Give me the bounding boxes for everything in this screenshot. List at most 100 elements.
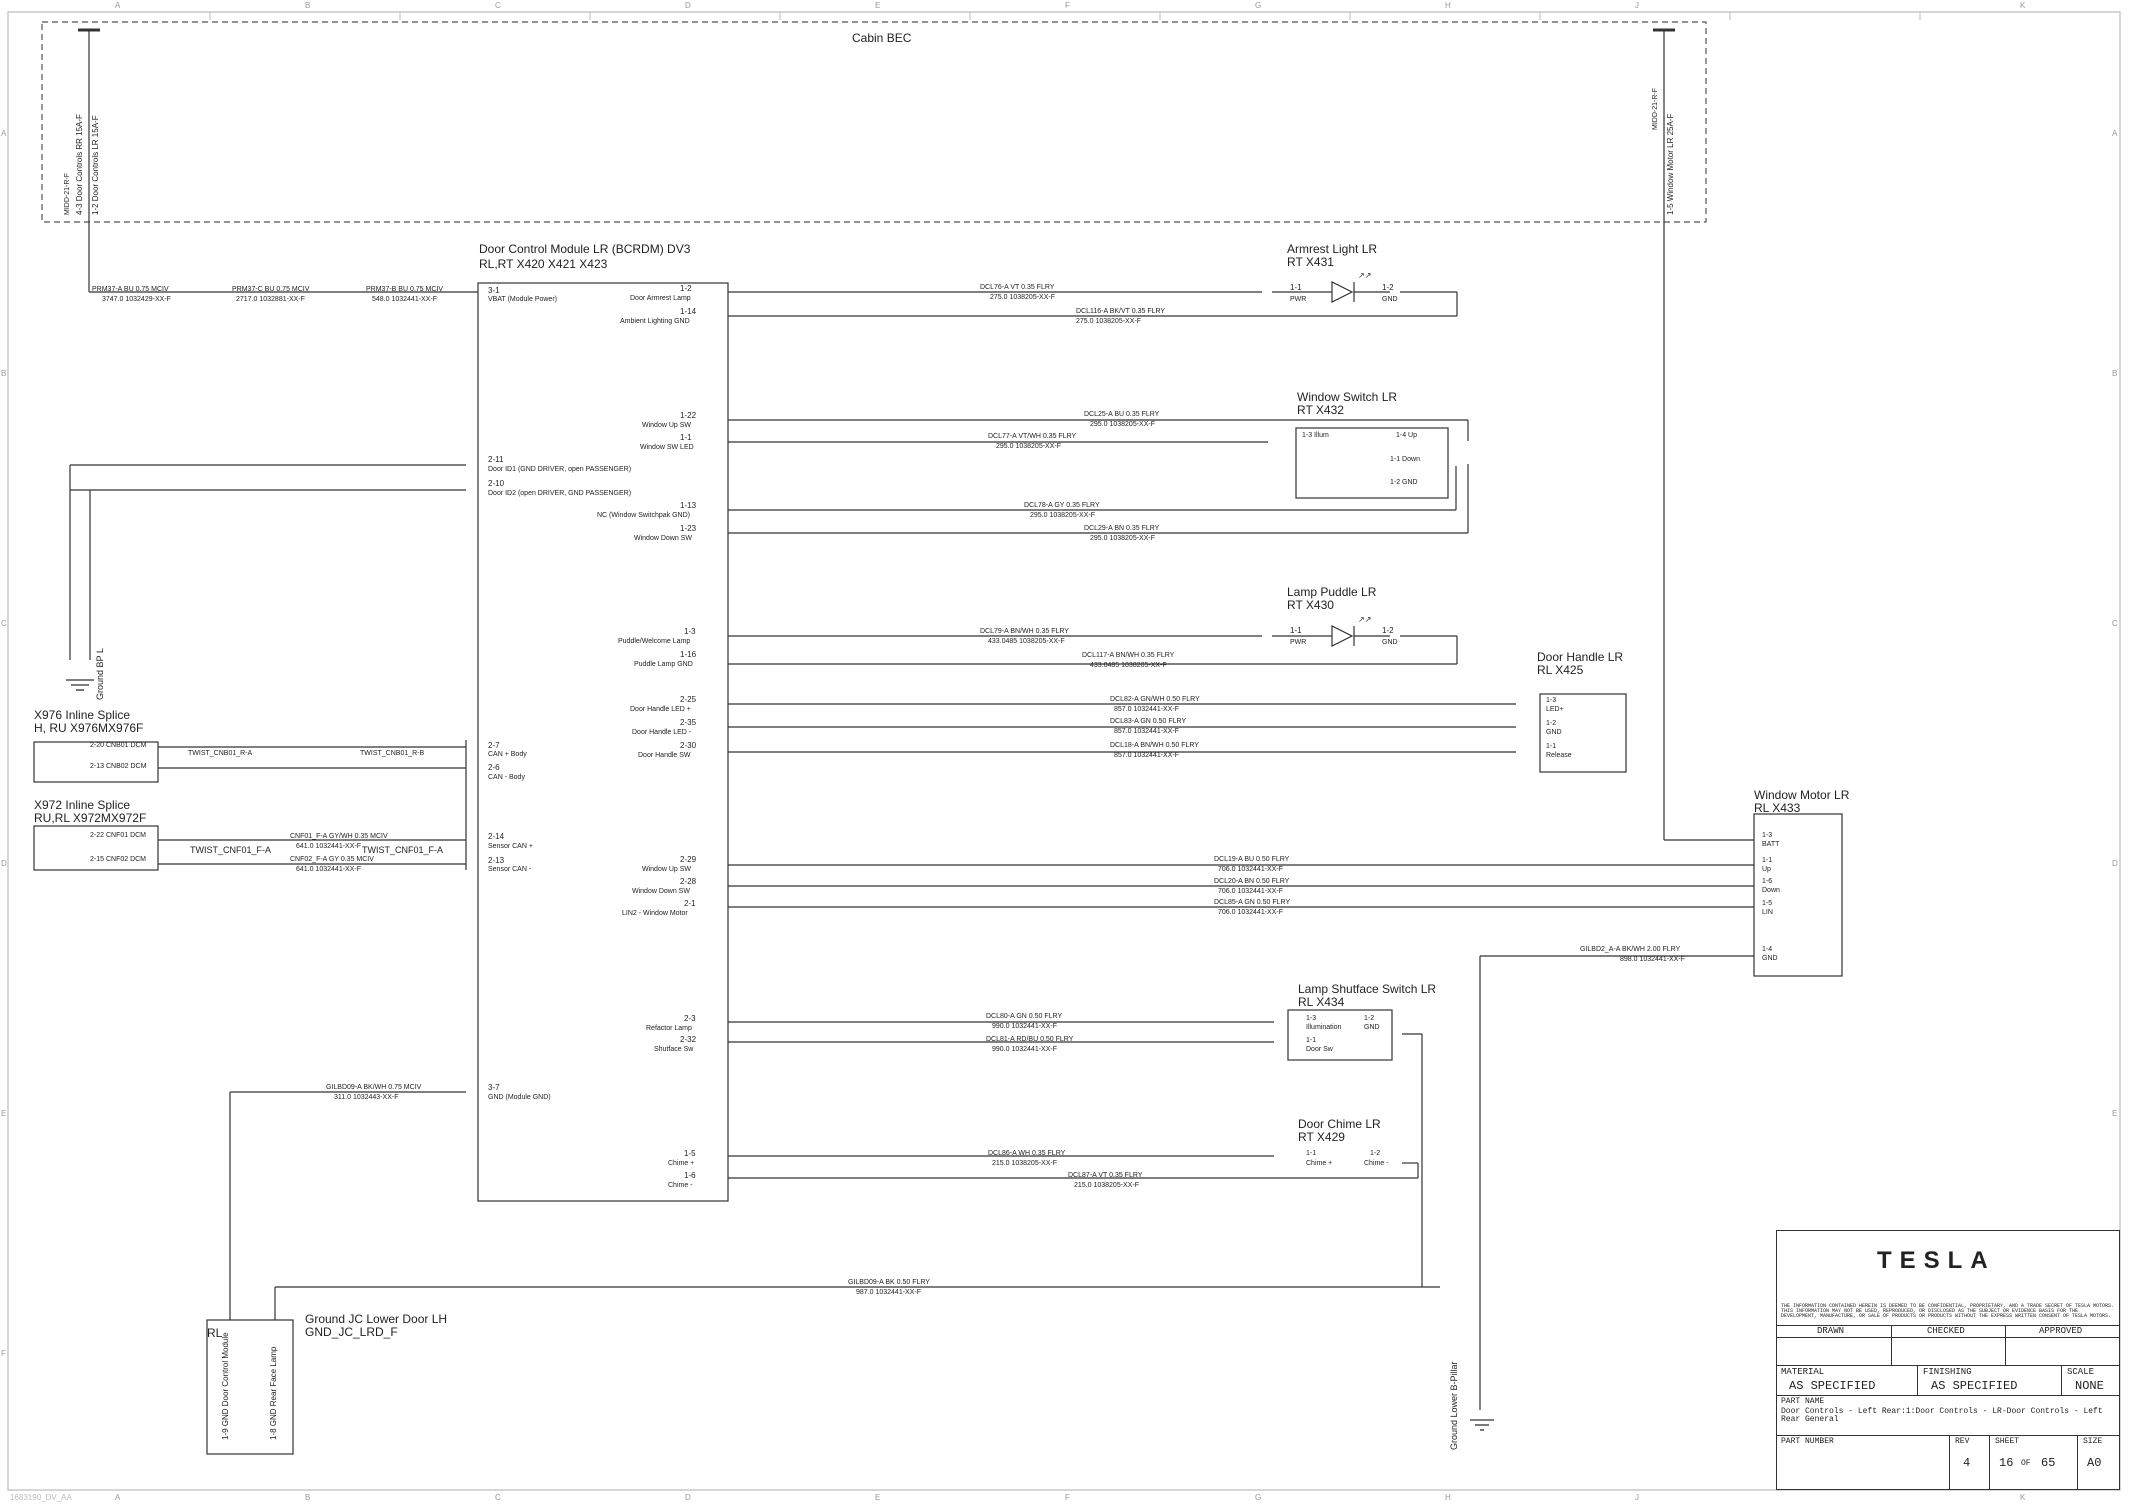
title-block: TESLA THE INFORMATION CONTAINED HEREIN I…	[1776, 1230, 2120, 1490]
wire-part: 2717.0 1032881-XX-F	[236, 296, 305, 303]
module-rpin-2-32-name: Shutface Sw	[654, 1046, 694, 1053]
wire-label: DCL117-A BN/WH 0.35 FLRY	[1082, 652, 1175, 659]
cabin-bec-title: Cabin BEC	[852, 31, 912, 45]
wire-part: 295.0 1038205-XX-F	[1030, 512, 1095, 519]
wire-label: DCL25-A BU 0.35 FLRY	[1084, 411, 1160, 418]
puddle-sub: RT X430	[1287, 598, 1334, 612]
module-rpin-1-14-name: Ambient Lighting GND	[620, 318, 690, 325]
module-rpin-2-30-name: Door Handle SW	[638, 752, 691, 759]
fuse-right-id: MIDD-21-R-F	[1652, 88, 1659, 130]
module-rpin-1-6-name: Chime -	[668, 1182, 693, 1189]
wire-label: DCL76-A VT 0.35 FLRY	[980, 284, 1055, 291]
module-pin-2-11: 2-11	[488, 455, 504, 464]
grid-row-b: B	[1, 369, 7, 378]
ground-lower-label: Ground Lower B-Pillar	[1449, 1361, 1459, 1450]
module-pin-2-7-name: CAN + Body	[488, 751, 527, 758]
chime-pin-name: Chime +	[1306, 1160, 1333, 1167]
wire-part: 311.0 1032443-XX-F	[334, 1094, 399, 1101]
shutface-title: Lamp Shutface Switch LR	[1298, 982, 1437, 996]
winswitch-pin-illum: 1-3 Illum	[1302, 432, 1329, 439]
winmotor-pin: 1-1	[1762, 857, 1773, 864]
wire-part: 898.0 1032441-XX-F	[1620, 956, 1685, 963]
finishing-label: FINISHING	[1923, 1367, 1972, 1377]
grid-col-c-bottom: C	[495, 1493, 501, 1502]
ground-jc-pin2: 1-8 GND Rear Face Lamp	[269, 1346, 278, 1440]
scale-label: SCALE	[2067, 1367, 2095, 1377]
splice972-title: X972 Inline Splice	[34, 798, 131, 812]
wire-label: DCL20-A BN 0.50 FLRY	[1214, 878, 1290, 885]
checked-label: CHECKED	[1927, 1326, 1965, 1336]
armrest-pin1: 1-1	[1290, 283, 1302, 292]
wire-part: 215.0 1038205-XX-F	[1074, 1182, 1139, 1189]
sheet-total: 65	[2041, 1456, 2056, 1470]
wire-part: 3747.0 1032429-XX-F	[102, 296, 171, 303]
wire-part: 433.0485 1038205-XX-F	[1090, 662, 1167, 669]
shutface-sub: RL X434	[1298, 995, 1345, 1009]
tesla-logo: TESLA	[1877, 1247, 1996, 1274]
wire-part: 857.0 1032441-XX-F	[1114, 728, 1179, 735]
twist-label: TWIST_CNF01_F-A	[190, 845, 272, 855]
shutface-pin-name: Illumination	[1306, 1024, 1342, 1031]
wire-part: 295.0 1038205-XX-F	[996, 443, 1061, 450]
winmotor-pin-name: BATT	[1762, 841, 1780, 848]
shutface-pin: 1-3	[1306, 1015, 1317, 1022]
wire-part: 857.0 1032441-XX-F	[1114, 706, 1179, 713]
wire-label: GILBD2_A-A BK/WH 2.00 FLRY	[1580, 946, 1681, 953]
grid-col-j-bottom: J	[1635, 1493, 1639, 1502]
module-rpin-2-1: 2-1	[684, 899, 696, 908]
module-pin-2-14-name: Sensor CAN +	[488, 843, 533, 850]
scale-value: NONE	[2075, 1379, 2104, 1393]
module-rpin-2-30: 2-30	[680, 741, 697, 750]
shutface-pin-name: Door Sw	[1306, 1046, 1333, 1053]
fuse-window-motor-lr: 1-5 Window Motor LR 25A-F	[1666, 113, 1675, 215]
puddle-pin2-name: GND	[1382, 639, 1398, 646]
winmotor-pin: 1-3	[1762, 832, 1773, 839]
wire-label: DCL116-A BK/VT 0.35 FLRY	[1076, 308, 1166, 315]
handle-pin: 1-3	[1546, 697, 1557, 704]
fuse-left-id: MIDD-21-R-F	[64, 173, 71, 215]
module-pin-2-13-name: Sensor CAN -	[488, 866, 532, 873]
shutface-pin-name: GND	[1364, 1024, 1380, 1031]
handle-pin: 1-2	[1546, 720, 1557, 727]
module-rpin-1-3: 1-3	[684, 627, 696, 636]
grid-col-j: J	[1635, 1, 1639, 10]
module-pin-3-1: 3-1	[488, 286, 500, 295]
module-rpin-1-1: 1-1	[680, 433, 692, 442]
puddle-title: Lamp Puddle LR	[1287, 585, 1377, 599]
winswitch-title: Window Switch LR	[1297, 390, 1398, 404]
module-rpin-2-25-name: Door Handle LED +	[630, 706, 691, 713]
material-label: MATERIAL	[1781, 1367, 1825, 1377]
winswitch-pin-down: 1-1 Down	[1390, 456, 1420, 463]
module-rpin-1-3-name: Puddle/Welcome Lamp	[618, 638, 691, 645]
grid-row-e-right: E	[2112, 1109, 2118, 1118]
winmotor-sub: RL X433	[1754, 801, 1801, 815]
wire-part: 433.0485 1038205-XX-F	[988, 638, 1065, 645]
size-value: A0	[2087, 1456, 2102, 1470]
module-rpin-1-22-name: Window Up SW	[642, 422, 692, 429]
chime-title: Door Chime LR	[1298, 1117, 1381, 1131]
wire-label: DCL19-A BU 0.50 FLRY	[1214, 856, 1290, 863]
finishing-value: AS SPECIFIED	[1931, 1379, 2018, 1393]
grid-row-c: C	[1, 619, 7, 628]
wire-label: DCL79-A BN/WH 0.35 FLRY	[980, 628, 1069, 635]
module-pin-2-13: 2-13	[488, 856, 505, 865]
grid-col-e-bottom: E	[875, 1493, 881, 1502]
grid-col-a-bottom: A	[115, 1493, 121, 1502]
ground-bp-label: Ground BP L	[95, 648, 105, 700]
chime-pin: 1-2	[1370, 1150, 1381, 1157]
fuse-door-controls-lr: 1-2 Door Controls LR 15A-F	[91, 115, 100, 215]
wire-part: 857.0 1032441-XX-F	[1114, 752, 1179, 759]
wire-label: PRM37-A BU 0.75 MCIV	[92, 286, 169, 293]
module-rpin-2-28-name: Window Down SW	[632, 888, 690, 895]
grid-col-k-bottom: K	[2020, 1493, 2026, 1502]
grid-col-a: A	[115, 1, 121, 10]
shutface-pin: 1-2	[1364, 1015, 1375, 1022]
wire-label: DCL85-A GN 0.50 FLRY	[1214, 899, 1291, 906]
module-rpin-2-3: 2-3	[684, 1014, 696, 1023]
wire-part: 548.0 1032441-XX-F	[372, 296, 437, 303]
puddle-pin1-name: PWR	[1290, 639, 1307, 646]
splice976-sub: H, RU X976MX976F	[34, 721, 144, 735]
grid-col-e: E	[875, 1, 881, 10]
grid-col-b-bottom: B	[305, 1493, 311, 1502]
